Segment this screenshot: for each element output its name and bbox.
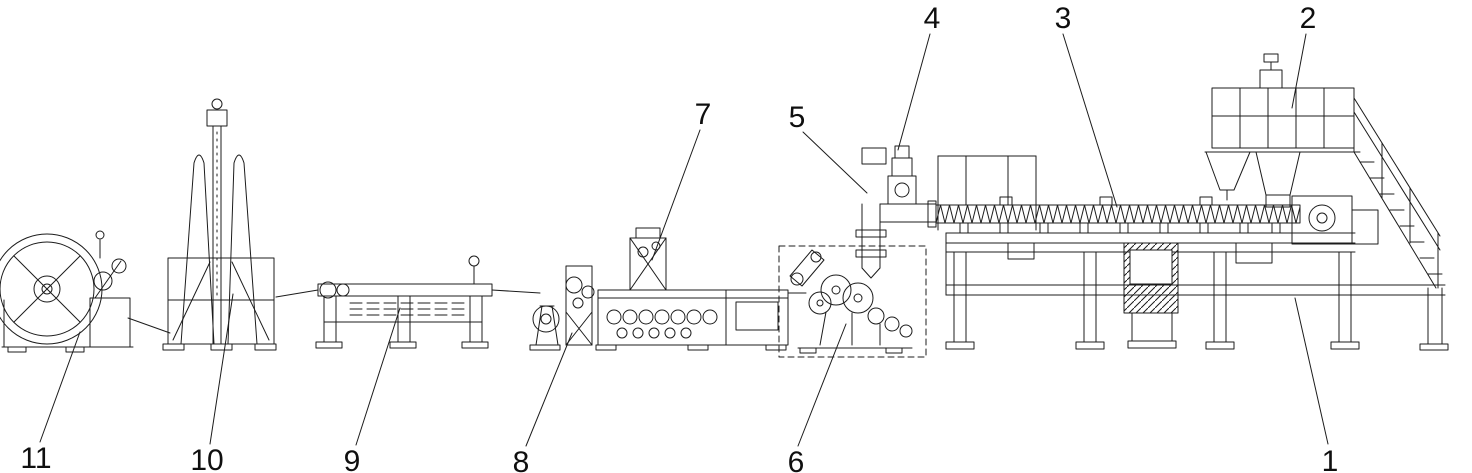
sheet-path-lines (127, 289, 807, 334)
melt-pipe-die (855, 145, 1037, 279)
leader-line-6 (797, 323, 847, 447)
hopper-platform (1204, 53, 1361, 208)
callout-6-label: 6 (788, 446, 805, 473)
haul-off-unit (529, 265, 789, 351)
callout-8-label: 8 (513, 446, 530, 473)
leader-line-7 (651, 129, 701, 261)
leader-line-3 (1062, 33, 1118, 208)
calender-unit (778, 245, 927, 358)
leader-line-4 (897, 33, 931, 151)
winder-unit (0, 230, 134, 353)
cooling-table (315, 255, 493, 349)
leader-line-9 (355, 307, 401, 446)
leader-line-5 (802, 131, 868, 194)
callout-2-label: 2 (1300, 2, 1317, 35)
leader-line-11 (39, 331, 81, 443)
leader-line-8 (525, 332, 573, 447)
callout-1-label: 1 (1322, 445, 1339, 473)
accumulator-tower (162, 98, 277, 351)
callout-3-label: 3 (1055, 2, 1072, 35)
callout-10-label: 10 (190, 444, 223, 473)
callout-5-label: 5 (789, 101, 806, 134)
callout-7-label: 7 (695, 98, 712, 131)
drive-gearbox (1291, 195, 1379, 245)
leader-line-2 (1291, 33, 1307, 109)
callout-11-label: 11 (20, 442, 51, 473)
leader-line-1 (1294, 297, 1329, 445)
extruder-barrel (927, 196, 1301, 234)
callout-labels: 4 3 2 5 7 11 10 9 8 6 1 (20, 2, 1338, 473)
callout-9-label: 9 (344, 445, 361, 473)
leader-lines (39, 33, 1329, 447)
extruder-base-frame (945, 232, 1446, 350)
access-stairs (1353, 97, 1449, 351)
callout-4-label: 4 (924, 2, 941, 35)
leader-line-10 (209, 293, 234, 445)
roller-tower (629, 227, 667, 291)
